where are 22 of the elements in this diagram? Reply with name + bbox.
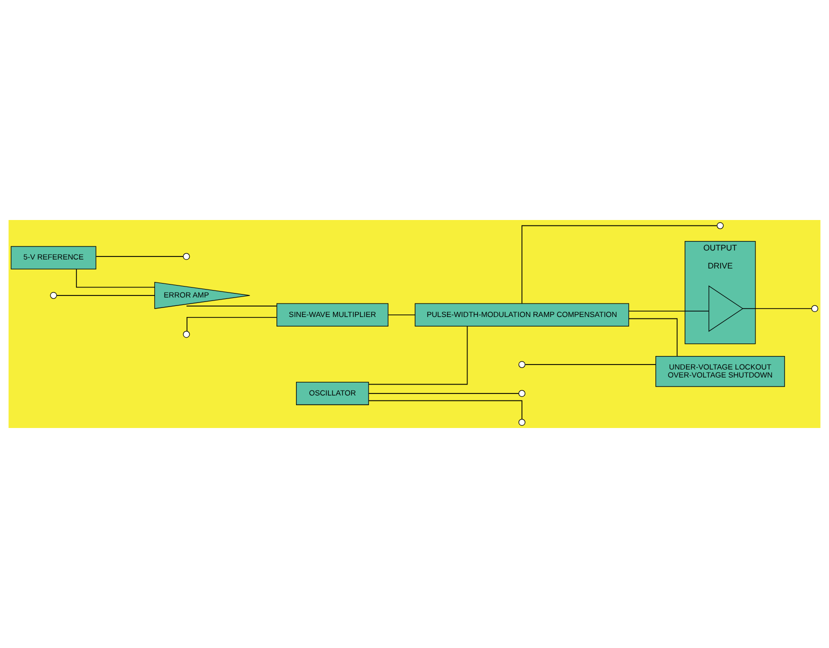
- node-circle: [50, 292, 57, 299]
- connector: [628, 318, 678, 357]
- node-circle: [182, 330, 190, 338]
- connector: [368, 400, 522, 420]
- node-circle: [518, 390, 526, 397]
- connector: [742, 308, 812, 310]
- connector: [186, 317, 278, 332]
- connector: [524, 364, 656, 365]
- node-circle: [716, 222, 724, 230]
- connector: [388, 314, 416, 316]
- connector: [522, 225, 718, 304]
- node-circle: [811, 305, 818, 312]
- connector: [368, 393, 519, 394]
- connector: [76, 268, 155, 288]
- connector: [628, 310, 710, 312]
- node-circle: [182, 253, 190, 260]
- node-circle: [518, 418, 526, 426]
- node-circle: [518, 361, 526, 368]
- node-triangle: [708, 285, 744, 332]
- connector: [368, 326, 468, 385]
- connector: [56, 295, 155, 296]
- connector: [96, 256, 184, 257]
